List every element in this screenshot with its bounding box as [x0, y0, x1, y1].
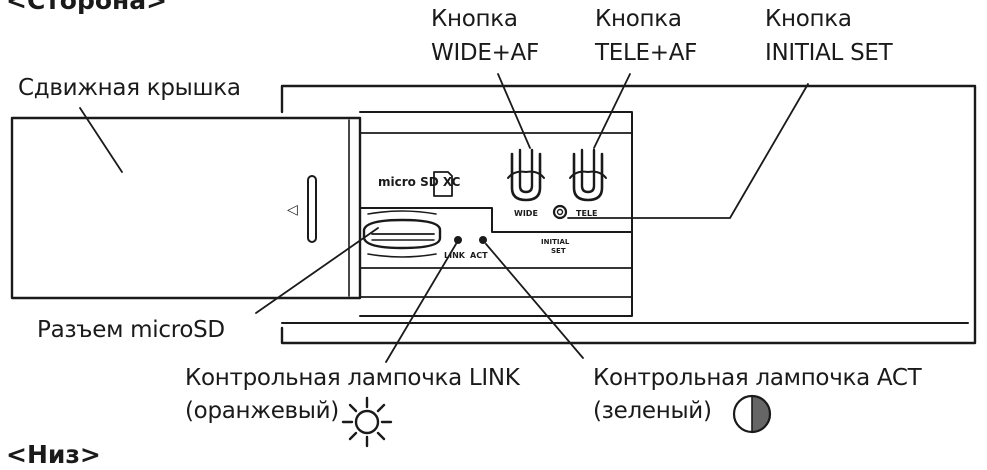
label-tele-af-title: Кнопка	[595, 6, 682, 32]
link-marking: LINK	[444, 251, 466, 260]
wide-af-button	[507, 148, 545, 202]
initial-set-marking-2: SET	[551, 247, 566, 255]
leader-act-lamp	[485, 243, 584, 359]
eject-arrow: ◁	[287, 202, 298, 218]
tele-marking: TELE	[576, 209, 597, 218]
device-drawing: ◁ micro SD XC WIDE TELE INITIAL SET LINK…	[10, 73, 977, 448]
header-side: <Сторона>	[6, 0, 168, 15]
label-wide-af-name: WIDE+AF	[431, 40, 539, 66]
device-body-outline	[280, 84, 977, 345]
label-initial-set-title: Кнопка	[765, 6, 852, 32]
initial-set-marking-1: INITIAL	[541, 238, 570, 246]
sd-card-icon	[433, 171, 453, 197]
link-led	[454, 236, 462, 244]
label-link-lamp-color: (оранжевый)	[185, 398, 339, 424]
act-marking: ACT	[470, 251, 488, 260]
label-initial-set-name: INITIAL SET	[765, 40, 893, 66]
initial-set-button	[552, 204, 568, 220]
label-tele-af-name: TELE+AF	[595, 40, 698, 66]
device-side-diagram: <Сторона> <Низ> Кнопка WIDE+AF Кнопка TE…	[6, 0, 977, 469]
tele-af-button	[569, 148, 607, 202]
wide-marking: WIDE	[514, 209, 538, 218]
leader-tele-af	[593, 73, 631, 149]
inner-step	[359, 207, 633, 233]
act-led	[479, 236, 487, 244]
leader-slide-cover	[79, 107, 123, 173]
label-act-lamp: Контрольная лампочка ACT	[593, 365, 922, 391]
label-link-lamp: Контрольная лампочка LINK	[185, 365, 520, 391]
leader-wide-af	[497, 73, 531, 149]
leader-microsd	[255, 227, 379, 314]
leader-link-lamp	[385, 243, 457, 363]
cover-slit	[307, 175, 317, 243]
inner-panel-outline	[359, 111, 633, 317]
label-microsd-slot: Разъем microSD	[37, 317, 225, 343]
half-circle-icon	[732, 394, 772, 434]
slide-cover-outline	[10, 116, 362, 300]
leader-initial-set	[567, 83, 809, 219]
sun-icon	[341, 396, 393, 448]
label-act-lamp-color: (зеленый)	[593, 398, 712, 424]
label-slide-cover: Сдвижная крышка	[18, 75, 241, 101]
microsd-logo: micro SD XC	[378, 175, 461, 189]
microsd-slot	[362, 210, 442, 258]
label-wide-af-title: Кнопка	[431, 6, 518, 32]
